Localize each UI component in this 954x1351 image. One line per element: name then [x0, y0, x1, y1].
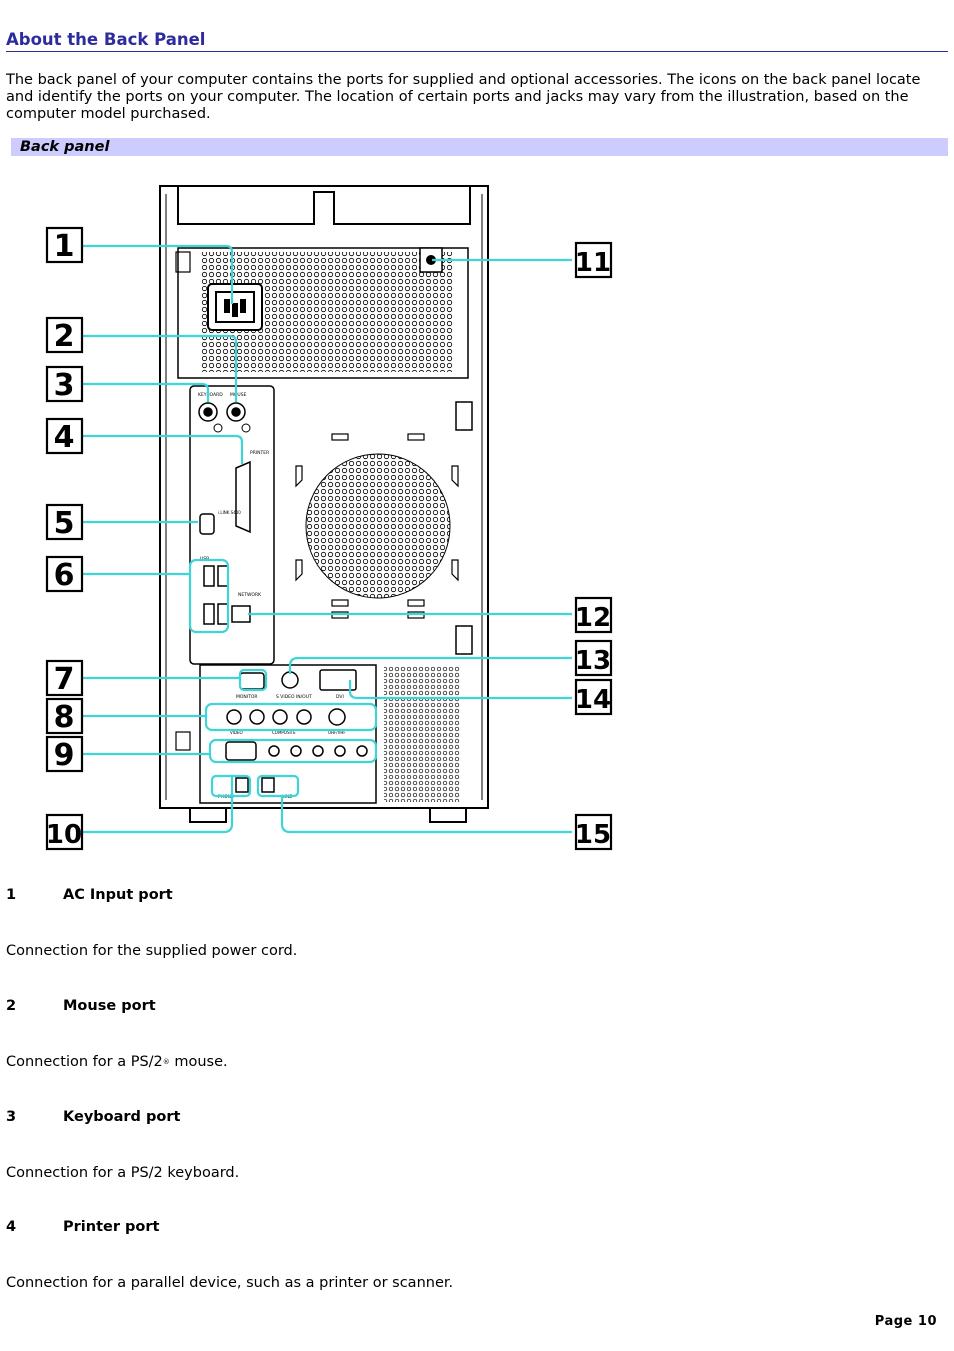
svg-text:VIDEO: VIDEO [230, 730, 243, 735]
printer-port [235, 460, 251, 534]
intro-paragraph: The back panel of your computer contains… [6, 72, 921, 122]
ac-input-port [207, 283, 263, 331]
svg-text:MOUSE: MOUSE [230, 392, 247, 398]
svg-text:7: 7 [54, 662, 75, 697]
audio-vga-port [225, 741, 257, 761]
svg-text:1: 1 [54, 229, 75, 264]
monitor-port [239, 672, 265, 690]
svg-text:COMPOSITE: COMPOSITE [272, 730, 296, 735]
svg-text:MONITOR: MONITOR [236, 694, 258, 700]
back-panel-illustration: KEYBOARD MOUSE PRINTER i.LINK S400 USB N… [45, 185, 613, 851]
item-description: Connection for a PS/2 keyboard. [6, 1165, 240, 1181]
section-bar-label: Back panel [20, 139, 110, 155]
item-name: AC Input port [63, 887, 173, 903]
svg-text:NETWORK: NETWORK [238, 592, 262, 598]
svg-text:5: 5 [54, 506, 75, 541]
svg-text:DVI: DVI [336, 694, 344, 700]
item-number: 1 [6, 887, 17, 903]
audio-jacks [268, 745, 368, 757]
dvi-port [319, 669, 357, 691]
section-bar: Back panel [11, 138, 948, 156]
svg-text:2: 2 [54, 319, 75, 354]
line-jack [261, 777, 275, 793]
item-number: 3 [6, 1109, 17, 1125]
svg-text:10: 10 [46, 820, 82, 850]
item-number: 2 [6, 998, 17, 1014]
svg-text:13: 13 [575, 646, 611, 676]
phone-jack [235, 777, 249, 793]
page-title: About the Back Panel [6, 30, 948, 52]
svg-text:3: 3 [54, 368, 75, 403]
svg-text:12: 12 [575, 603, 611, 633]
svg-text:KEYBOARD: KEYBOARD [198, 392, 223, 398]
page-number: Page 10 [874, 1314, 937, 1329]
svg-text:15: 15 [575, 820, 611, 850]
svg-text:14: 14 [575, 685, 611, 715]
ps2-ports [198, 402, 251, 433]
svg-text:PRINTER: PRINTER [250, 450, 269, 456]
svg-text:UHF/VHF: UHF/VHF [328, 730, 346, 735]
item-name: Printer port [63, 1219, 160, 1235]
item-name: Keyboard port [63, 1109, 181, 1125]
video-input-jacks [226, 708, 346, 726]
svg-text:4: 4 [54, 420, 75, 455]
svg-text:8: 8 [54, 700, 75, 735]
item-name: Mouse port [63, 998, 156, 1014]
ilink-port [199, 513, 215, 535]
usb-ports [203, 565, 229, 625]
svg-text:11: 11 [575, 248, 611, 278]
svg-text:S VIDEO IN/OUT: S VIDEO IN/OUT [276, 694, 312, 700]
callout-lines [82, 244, 572, 834]
svg-text:6: 6 [54, 558, 75, 593]
item-number: 4 [6, 1219, 17, 1235]
callout-boxes: 1 2 3 4 5 6 7 8 9 10 11 12 13 1 [45, 226, 613, 851]
svideo-port [281, 671, 299, 689]
tower-case [159, 185, 489, 823]
svg-text:9: 9 [54, 738, 75, 773]
item-description: Connection for a parallel device, such a… [6, 1275, 454, 1291]
item-description: Connection for a PS/2® mouse. [6, 1054, 228, 1070]
network-port [231, 605, 251, 623]
item-description: Connection for the supplied power cord. [6, 943, 298, 959]
svg-text:i.LINK S400: i.LINK S400 [218, 510, 241, 515]
